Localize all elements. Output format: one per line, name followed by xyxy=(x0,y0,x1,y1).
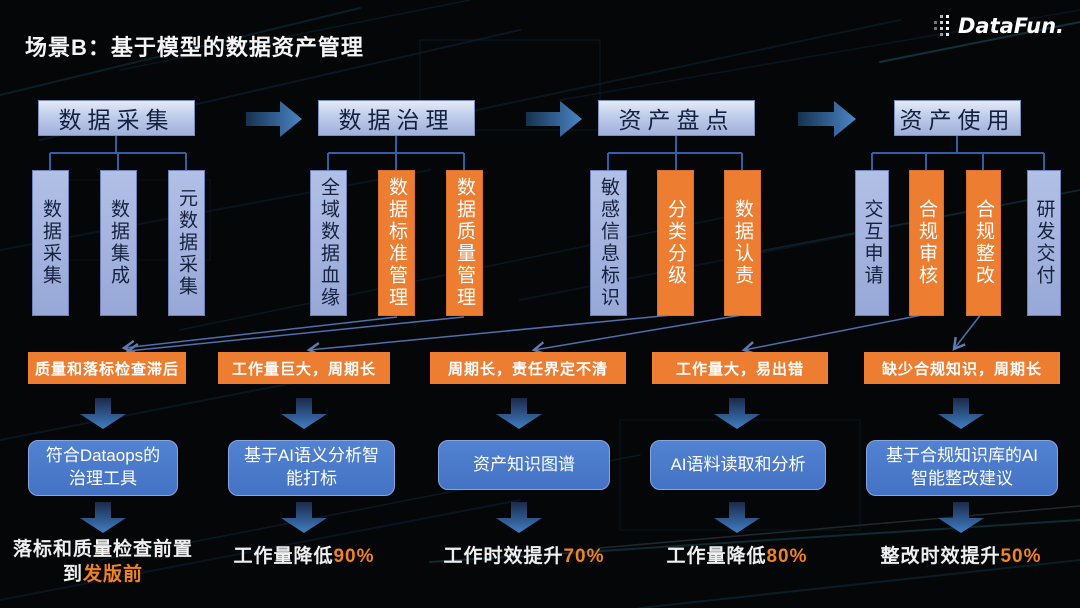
capability-box: 交互申请 xyxy=(855,170,889,316)
capability-box-highlighted: 数据标准管理 xyxy=(378,170,415,316)
outcome-prefix: 工作量降低 xyxy=(233,546,334,567)
outcome-text: 工作量降低90% xyxy=(214,545,394,570)
capability-box: 研发交付 xyxy=(1027,170,1061,316)
outcome-prefix: 落标和质量检查前置 到 xyxy=(12,539,193,585)
capability-box: 元数据采集 xyxy=(168,170,205,316)
outcome-text: 工作量降低80% xyxy=(647,545,827,570)
pain-point-banner: 工作量巨大，周期长 xyxy=(218,352,390,384)
outcome-prefix: 工作时效提升 xyxy=(443,546,564,567)
outcome-highlight: 80% xyxy=(766,546,808,567)
solution-box: 符合Dataops的 治理工具 xyxy=(28,440,178,496)
capability-label: 数据认责 xyxy=(732,199,753,287)
pain-point-banner: 工作量大，易出错 xyxy=(652,352,828,384)
solution-box: AI语料读取和分析 xyxy=(650,440,826,490)
capability-label: 全域数据血缘 xyxy=(318,177,339,309)
stage-header-asset-usage: 资产使用 xyxy=(894,100,1021,136)
outcome-prefix: 整改时效提升 xyxy=(880,546,1001,567)
outcome-text: 工作时效提升70% xyxy=(434,545,614,570)
capability-label: 数据集成 xyxy=(108,199,129,287)
capability-box-highlighted: 合规整改 xyxy=(966,170,1001,316)
capability-label: 数据质量管理 xyxy=(454,177,475,309)
solution-box: 资产知识图谱 xyxy=(438,440,610,490)
pain-point-banner: 缺少合规知识，周期长 xyxy=(864,352,1060,384)
capability-label: 分类分级 xyxy=(665,199,686,287)
capability-label: 数据标准管理 xyxy=(386,177,407,309)
capability-label: 元数据采集 xyxy=(176,188,197,298)
datafun-logo-dots-icon xyxy=(933,15,949,36)
outcome-prefix: 工作量降低 xyxy=(666,546,767,567)
outcome-highlight: 发版前 xyxy=(83,563,144,585)
capability-box-highlighted: 合规审核 xyxy=(909,170,944,316)
outcome-highlight: 90% xyxy=(333,546,375,567)
capability-box: 全域数据血缘 xyxy=(310,170,347,316)
capability-label: 合规整改 xyxy=(973,199,994,287)
capability-label: 敏感信息标识 xyxy=(598,177,619,309)
capability-label: 数据采集 xyxy=(40,199,61,287)
page-title: 场景B：基于模型的数据资产管理 xyxy=(25,35,364,60)
capability-box-highlighted: 数据质量管理 xyxy=(446,170,483,316)
pain-point-banner: 质量和落标检查滞后 xyxy=(28,352,186,384)
outcome-text: 落标和质量检查前置 到发版前 xyxy=(8,538,198,587)
outcome-highlight: 50% xyxy=(1000,546,1042,567)
stage-header-asset-inventory: 资产盘点 xyxy=(598,100,755,136)
datafun-logo-text: DataFun. xyxy=(957,14,1064,38)
datafun-logo: DataFun. xyxy=(932,14,1064,38)
capability-box: 数据采集 xyxy=(32,170,69,316)
capability-box-highlighted: 数据认责 xyxy=(724,170,761,316)
outcome-text: 整改时效提升50% xyxy=(871,545,1051,570)
stage-header-data-collection: 数据采集 xyxy=(38,100,195,136)
pain-point-banner: 周期长，责任界定不清 xyxy=(430,352,626,384)
capability-label: 合规审核 xyxy=(916,199,937,287)
capability-box: 数据集成 xyxy=(100,170,137,316)
capability-label: 交互申请 xyxy=(861,199,883,287)
capability-box-highlighted: 分类分级 xyxy=(657,170,694,316)
solution-box: 基于AI语义分析智 能打标 xyxy=(228,440,395,496)
stage-header-data-governance: 数据治理 xyxy=(318,100,475,136)
outcome-highlight: 70% xyxy=(563,546,605,567)
capability-label: 研发交付 xyxy=(1033,199,1055,287)
solution-box: 基于合规知识库的AI 智能整改建议 xyxy=(866,440,1058,496)
capability-box: 敏感信息标识 xyxy=(590,170,627,316)
